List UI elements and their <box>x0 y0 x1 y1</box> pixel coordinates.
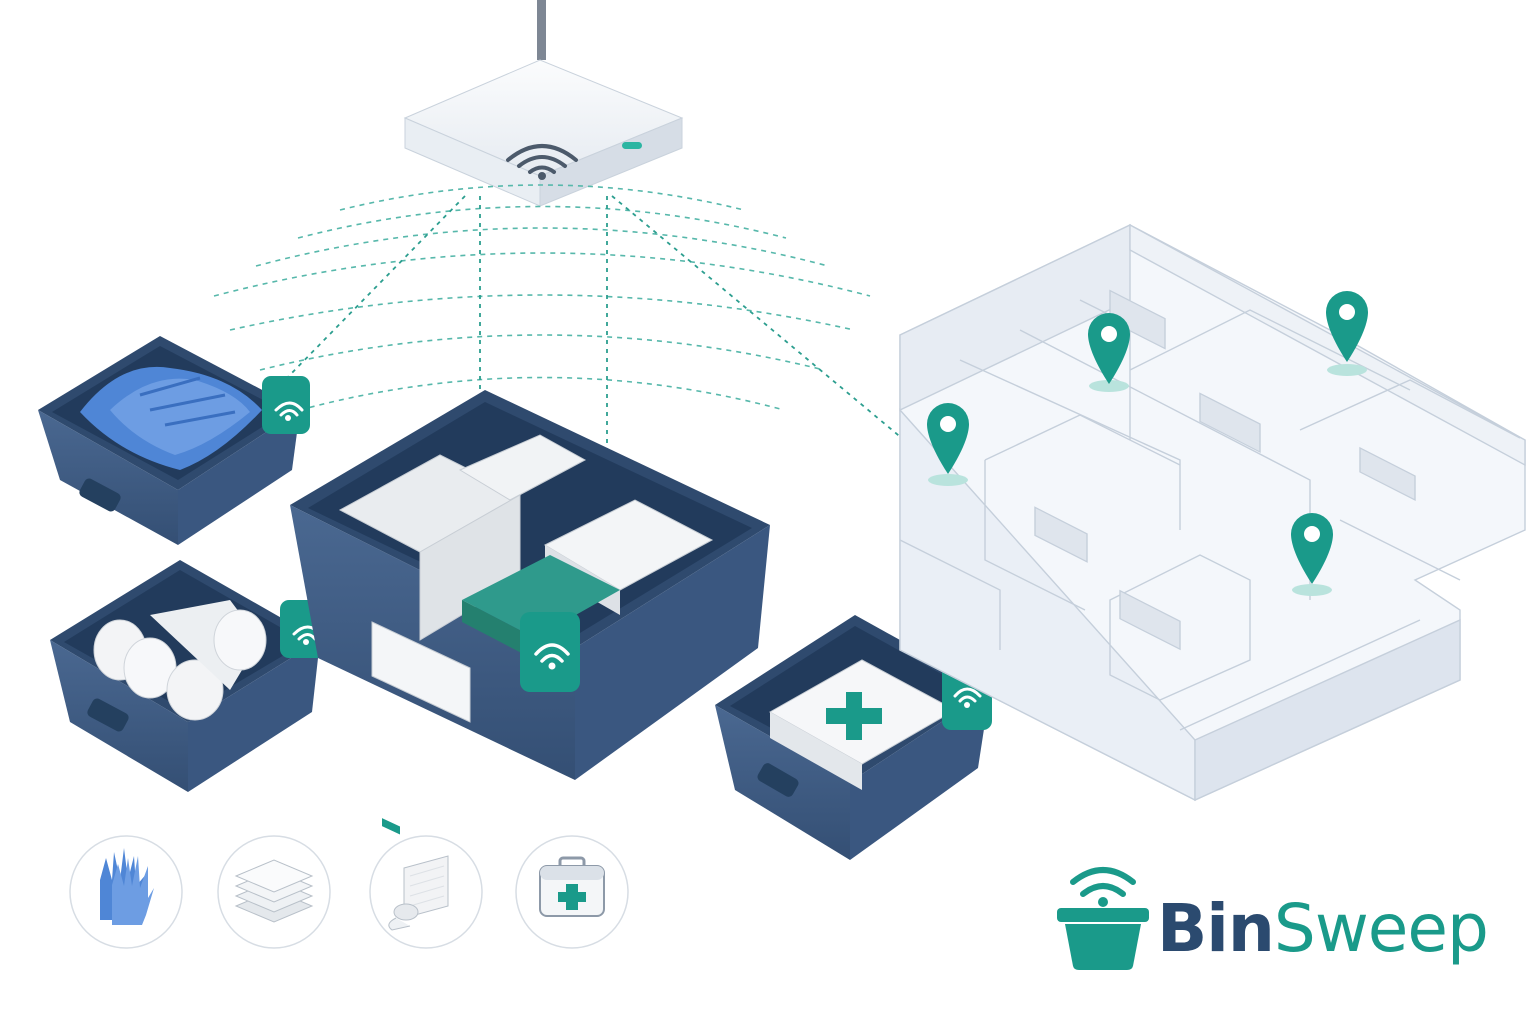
bin-with-wifi-icon <box>1057 867 1149 970</box>
item-icons <box>69 835 629 949</box>
location-pin-1 <box>1088 313 1130 392</box>
wifi-icon <box>506 144 578 180</box>
bandage-roll-icon <box>369 835 483 949</box>
location-pin-2 <box>1326 291 1368 376</box>
radio-waves <box>213 184 871 411</box>
bin-bandages <box>50 560 330 792</box>
gloves-icon <box>69 835 183 949</box>
rfid-tag-icon <box>262 376 310 434</box>
gauze-pads <box>338 434 714 660</box>
gauze-pads-icon <box>217 835 331 949</box>
bin-gauze <box>290 390 770 835</box>
bandage-rolls <box>93 600 267 721</box>
reader-status-light <box>622 142 642 149</box>
first-aid-kit-icon <box>515 835 629 949</box>
rfid-tag-icon <box>520 612 580 692</box>
brand-name-part1: Bin <box>1157 890 1275 967</box>
brand-name-part2: Sweep <box>1273 890 1489 967</box>
brand-name: BinSweep <box>1157 896 1489 962</box>
location-pin-3 <box>927 403 969 486</box>
brand-logo: BinSweep <box>1055 862 1495 982</box>
location-pin-4 <box>1291 513 1333 596</box>
bin-label <box>371 621 471 835</box>
gloves-contents <box>80 366 262 470</box>
floor-plan <box>899 223 1526 802</box>
rfid-reader <box>403 0 684 207</box>
bin-gloves <box>38 336 310 545</box>
